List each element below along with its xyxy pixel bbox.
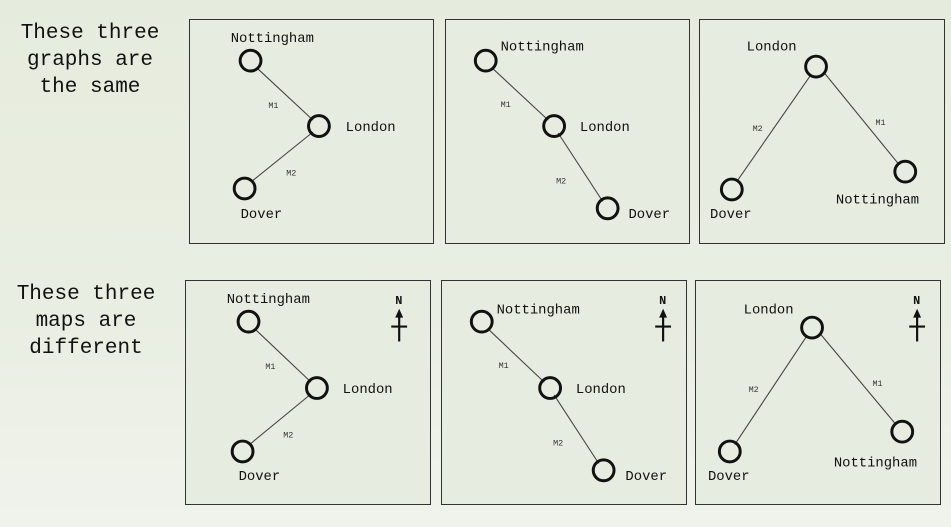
graph-panel-1: Nottingham London Dover M1 M2	[189, 19, 434, 244]
map-3-diagram: London Dover Nottingham M2 M1 N	[708, 294, 926, 485]
city-label-london: London	[747, 40, 797, 56]
city-label-dover: Dover	[708, 469, 750, 485]
city-label-dover: Dover	[710, 207, 752, 223]
node-dover	[719, 177, 744, 202]
node-london	[307, 114, 331, 138]
node-nottingham	[890, 419, 915, 444]
city-label-nottingham: Nottingham	[834, 455, 917, 471]
map-1-diagram: Nottingham London Dover M1 M2 N	[227, 292, 408, 485]
map-panel-1: Nottingham London Dover M1 M2 N	[185, 280, 431, 505]
city-label-dover: Dover	[241, 207, 283, 223]
road-label-m2: M2	[556, 177, 566, 187]
graph-2-diagram: Nottingham London Dover M1 M2	[473, 40, 670, 223]
city-label-nottingham: Nottingham	[836, 192, 919, 208]
node-dover	[232, 176, 257, 201]
city-label-london: London	[346, 120, 396, 136]
map-panel-2: Nottingham London Dover M1 M2 N	[441, 280, 687, 505]
city-label-dover: Dover	[628, 207, 670, 223]
edge-london-dover	[736, 74, 812, 182]
graph-panel-3: London Dover Nottingham M2 M1	[699, 19, 945, 244]
road-label-m1: M1	[876, 118, 886, 128]
compass-north-label: N	[659, 294, 666, 308]
city-label-london: London	[343, 382, 393, 398]
graph-3-diagram: London Dover Nottingham M2 M1	[710, 40, 919, 223]
node-london	[305, 376, 329, 400]
road-label-m1: M1	[268, 101, 278, 111]
graphs-row-label: These three graphs are the same	[20, 22, 160, 99]
road-label-m2: M2	[283, 431, 293, 441]
edge-london-dover	[734, 335, 808, 445]
road-label-m2: M2	[749, 385, 759, 395]
graph-1-diagram: Nottingham London Dover M1 M2	[231, 31, 396, 223]
city-label-dover: Dover	[625, 469, 667, 485]
edge-london-dover	[557, 132, 604, 202]
edge-nottingham-london	[487, 328, 545, 383]
node-dover	[595, 196, 620, 221]
city-label-nottingham: Nottingham	[497, 303, 580, 319]
road-label-m2: M2	[286, 169, 296, 179]
node-nottingham	[893, 159, 918, 184]
edge-nottingham-london	[256, 67, 314, 121]
node-london	[804, 54, 828, 79]
map-panel-3: London Dover Nottingham M2 M1 N	[695, 280, 941, 505]
node-dover	[717, 439, 742, 464]
city-label-london: London	[580, 120, 630, 136]
node-london	[538, 376, 563, 400]
node-nottingham	[236, 309, 261, 334]
node-dover	[230, 439, 255, 464]
edge-nottingham-london	[254, 328, 312, 383]
edge-london-dover	[251, 131, 314, 182]
road-label-m2: M2	[753, 124, 763, 134]
road-label-m1: M1	[501, 100, 511, 110]
map-2-diagram: Nottingham London Dover M1 M2 N	[469, 294, 672, 485]
edge-london-nottingham	[819, 333, 896, 425]
city-label-nottingham: Nottingham	[231, 31, 314, 47]
node-nottingham	[473, 48, 498, 73]
node-london	[542, 114, 567, 138]
road-label-m1: M1	[499, 361, 509, 371]
road-label-m2: M2	[553, 439, 563, 449]
maps-row-label: These three maps are different	[16, 283, 156, 360]
north-compass-icon: N	[909, 294, 926, 342]
city-label-nottingham: Nottingham	[501, 40, 584, 56]
edge-london-dover	[553, 394, 600, 464]
compass-north-label: N	[395, 294, 402, 308]
road-label-m1: M1	[265, 362, 275, 372]
north-compass-icon: N	[655, 294, 672, 342]
node-nottingham	[238, 48, 263, 73]
graph-panel-2: Nottingham London Dover M1 M2	[445, 19, 690, 244]
node-london	[800, 315, 824, 340]
city-label-london: London	[576, 382, 626, 398]
edge-nottingham-london	[491, 67, 549, 121]
compass-north-label: N	[913, 294, 920, 308]
node-dover	[591, 458, 616, 483]
city-label-dover: Dover	[239, 469, 281, 485]
road-label-m1: M1	[873, 379, 883, 389]
edge-london-dover	[249, 393, 312, 445]
node-nottingham	[469, 309, 494, 334]
city-label-london: London	[744, 303, 794, 319]
edge-london-nottingham	[823, 72, 899, 165]
north-compass-icon: N	[391, 294, 408, 342]
city-label-nottingham: Nottingham	[227, 292, 310, 308]
